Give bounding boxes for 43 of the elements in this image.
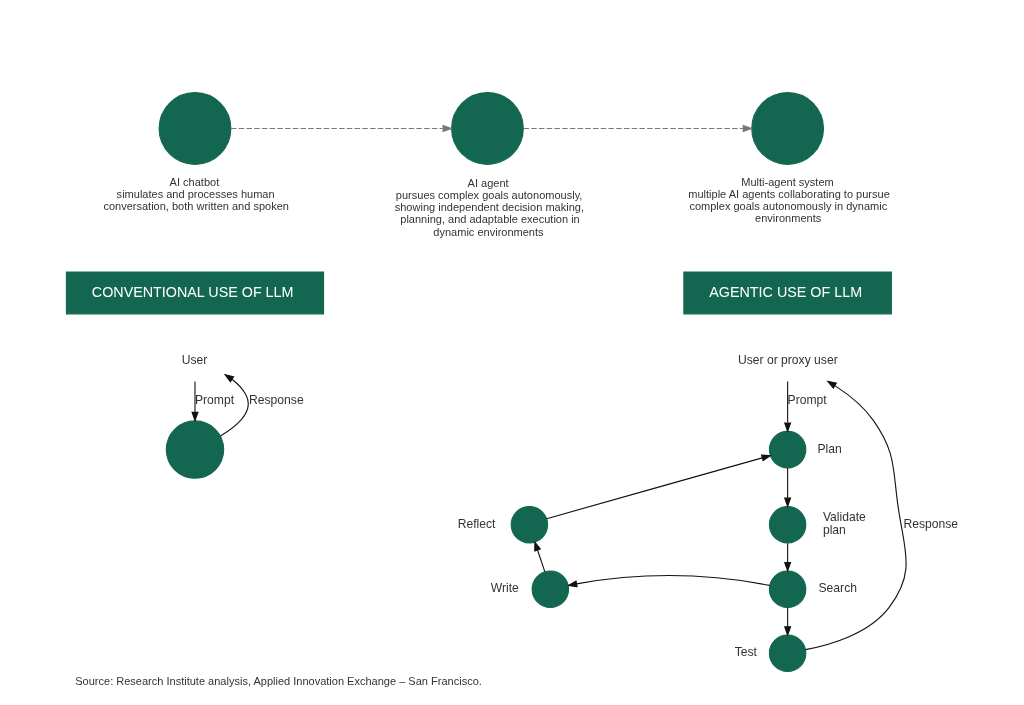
edge-label: Response: [249, 393, 304, 408]
node-circle: [165, 420, 225, 479]
node-circle: [751, 92, 825, 165]
arrow: [783, 542, 792, 573]
edge-label: Prompt: [787, 393, 827, 408]
arrow: [783, 381, 792, 433]
arrow: [230, 124, 454, 133]
arrow: [546, 454, 772, 520]
node-circle: [510, 505, 549, 544]
node-circle: [768, 570, 807, 608]
arrow: [191, 381, 199, 423]
node-label: AI agent: [467, 176, 509, 189]
node-label: multiple AI agents collaborating to pursue complex goals autonomously in dynamic environments: [688, 187, 890, 225]
node-label: Validate plan: [822, 510, 866, 538]
node-label: Multi-agent system: [741, 175, 834, 188]
arrow: [783, 467, 792, 509]
node-label: Reflect: [457, 516, 496, 531]
node-label: Search: [818, 581, 857, 596]
node-circle: [158, 92, 232, 165]
edge-label: Response: [903, 516, 959, 531]
node-circle: [531, 570, 570, 608]
arrow: [783, 607, 792, 637]
node-circle: [768, 634, 807, 672]
node-text: User or proxy user: [737, 353, 838, 368]
node-circle: [451, 92, 524, 165]
node-circle: [768, 430, 807, 469]
arrow: [219, 373, 249, 437]
node-box: AGENTIC USE OF LLM: [683, 271, 892, 315]
arrow: [534, 540, 546, 573]
node-label: Write: [490, 581, 519, 596]
node-label: AI chatbot: [169, 175, 220, 188]
caption: Source: Research Institute analysis, Applied Innovation Exchange – San Francisco.: [75, 674, 482, 687]
edge-label: Prompt: [194, 393, 235, 408]
node-label: simulates and processes human conversation, both written and spoken: [103, 187, 289, 213]
node-label: Test: [734, 645, 757, 660]
arrow: [566, 575, 771, 588]
arrow: [805, 380, 907, 651]
node-label: pursues complex goals autonomously, showing independent decision making, planning, and adaptable execution in dynamic environments: [394, 189, 584, 238]
node-circle: [768, 505, 807, 544]
arrow: [522, 124, 754, 133]
node-box: CONVENTIONAL USE OF LLM: [65, 271, 325, 315]
node-text: User: [181, 353, 208, 368]
node-label: Plan: [817, 441, 842, 456]
